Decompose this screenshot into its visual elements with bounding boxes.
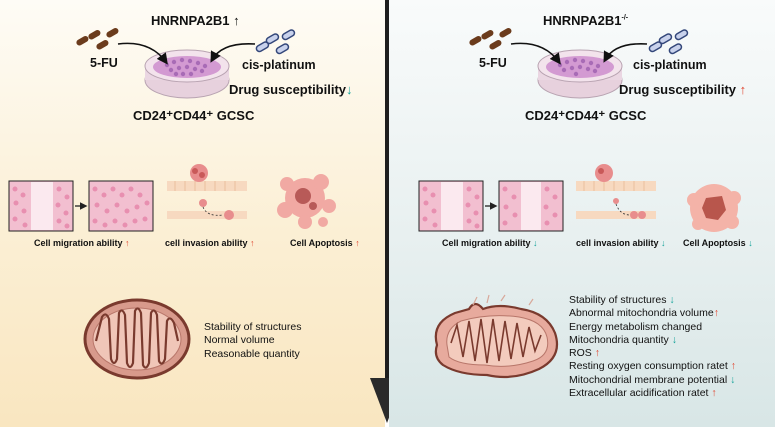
apoptosis-cell-icon (277, 174, 336, 229)
susceptibility-down-arrow: ↓ (346, 82, 353, 97)
apoptosis-cell-icon-right (687, 184, 741, 232)
invasion-assay-icon-right (576, 164, 656, 219)
drug-arrows-right (510, 42, 648, 65)
migration-assay-icon (8, 180, 154, 232)
migration-up-arrow: ↑ (125, 238, 130, 248)
mito-list-item: Mitochondrial membrane potential ↓ (569, 373, 736, 386)
gene-knockout-label: HNRNPA2B1-/- (543, 13, 629, 28)
mito-list-item: Energy metabolism changed (569, 320, 703, 333)
drug-5fu-label-right: 5-FU (479, 56, 507, 70)
mito-list-item: Stability of structures ↓ (569, 294, 675, 306)
migration-down-arrow: ↓ (533, 238, 538, 248)
left-panel-hnrnpa2b1-high: HNRNPA2B1 ↑ 5-FU cis-platinum (0, 0, 385, 427)
damaged-mitochondrion-icon (434, 294, 559, 379)
drug-arrows (117, 42, 256, 65)
center-divider-line (385, 0, 389, 380)
gene-up-arrow: ↑ (233, 13, 240, 28)
mito-list-item: Mitochondria quantity ↓ (569, 333, 677, 346)
mito-text-volume: Normal volume (204, 334, 275, 347)
mito-text-quantity: Reasonable quantity (204, 347, 300, 360)
invasion-assay-icon (167, 164, 247, 220)
mito-list-item: Resting oxygen consumption ratet ↑ (569, 360, 736, 373)
up-arrow-icon: ↑ (594, 347, 600, 360)
up-arrow-icon: ↑ (711, 387, 717, 400)
cell-type-label: CD24⁺CD44⁺ GCSC (133, 108, 255, 123)
drug-susceptibility-label-right: Drug susceptibility ↑ (619, 82, 747, 97)
apoptosis-down-arrow: ↓ (748, 238, 753, 248)
mito-text-stability: Stability of structures (204, 321, 302, 333)
drug-5fu-label: 5-FU (90, 56, 118, 70)
cell-type-label-right: CD24⁺CD44⁺ GCSC (525, 108, 647, 123)
knockout-mito-description: Stability of structures ↓ Abnormal mitoc… (569, 294, 736, 400)
normal-mito-description: Stability of structures Normal volume Re… (204, 321, 301, 361)
cisplatinum-capsules-icon (255, 29, 296, 55)
mito-list-item: Extracellular acidification ratet ↑ (569, 387, 717, 400)
gene-knockout-superscript: -/- (621, 14, 629, 22)
apoptosis-up-arrow: ↑ (355, 238, 360, 248)
down-arrow-icon: ↓ (669, 294, 675, 306)
drug-cisplatinum-label-right: cis-platinum (633, 58, 707, 72)
up-arrow-icon: ↑ (730, 360, 736, 373)
migration-label-right: Cell migration ability ↓ (442, 238, 538, 248)
mito-list-item: ROS ↑ (569, 347, 600, 360)
migration-label: Cell migration ability ↑ (34, 238, 130, 248)
migration-assay-icon-right (418, 180, 564, 232)
invasion-label-right: cell invasion ability ↓ (576, 238, 666, 248)
gene-label: HNRNPA2B1 ↑ (151, 13, 240, 28)
invasion-up-arrow: ↑ (250, 238, 255, 248)
apoptosis-label: Cell Apoptosis ↑ (290, 238, 360, 248)
normal-mitochondrion-icon (83, 298, 191, 380)
up-arrow-icon: ↑ (713, 307, 719, 320)
drug-susceptibility-label: Drug susceptibility↓ (229, 82, 353, 97)
susceptibility-up-arrow: ↑ (739, 82, 747, 97)
apoptosis-label-right: Cell Apoptosis ↓ (683, 238, 753, 248)
right-panel-hnrnpa2b1-knockout: HNRNPA2B1-/- 5-FU cis-platinum (389, 0, 775, 427)
petri-dish-icon (144, 49, 230, 99)
invasion-down-arrow: ↓ (661, 238, 666, 248)
5fu-capsules-icon (76, 28, 119, 50)
invasion-label: cell invasion ability ↑ (165, 238, 255, 248)
drug-cisplatinum-label: cis-platinum (242, 58, 316, 72)
down-arrow-icon: ↓ (730, 373, 736, 386)
down-arrow-icon: ↓ (671, 333, 677, 346)
5fu-capsules-icon-right (469, 28, 512, 50)
mito-list-item: Abnormal mitochondria volume↑ (569, 307, 719, 320)
cisplatinum-capsules-icon-right (648, 29, 689, 55)
